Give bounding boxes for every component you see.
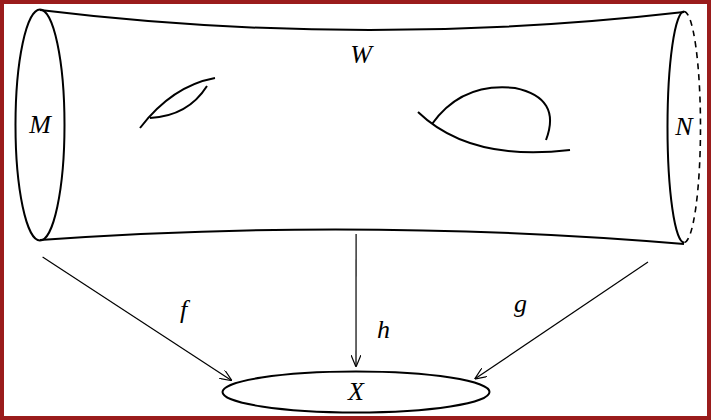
target-space: X [221, 370, 491, 414]
node-label: X [348, 379, 364, 405]
map-label: h [375, 316, 392, 344]
map-arrow [43, 257, 232, 380]
map-arrow [355, 234, 356, 366]
node-label: M [29, 112, 51, 138]
map-arrow [475, 262, 648, 379]
node-label: N [675, 114, 692, 140]
map-label: f [178, 296, 189, 324]
node-label: W [350, 42, 372, 68]
boundary-circle: M [14, 8, 66, 242]
map-label: g [512, 290, 529, 318]
boundary-circle: N [666, 10, 702, 244]
cobordism-body: W [66, 12, 678, 230]
